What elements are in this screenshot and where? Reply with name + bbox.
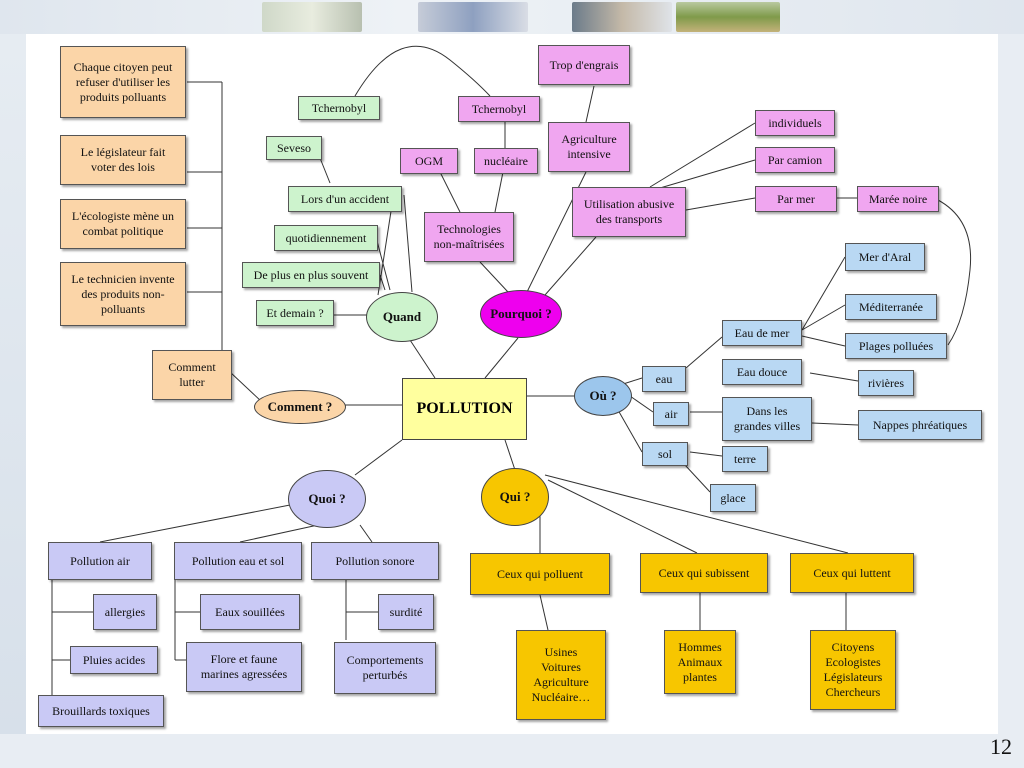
pourquoi-nucleaire-box: nucléaire <box>474 148 538 174</box>
header-photo-strip <box>0 0 1024 34</box>
quoi-eaux-box: Eaux souillées <box>200 594 300 630</box>
ou-sol-box: sol <box>642 442 688 466</box>
pourquoi-individuels-box: individuels <box>755 110 835 136</box>
ou-eau-box: eau <box>642 366 686 392</box>
qui-luttent-box: Ceux qui luttent <box>790 553 914 593</box>
hub-ou: Où ? <box>574 376 632 416</box>
ou-plages-box: Plages polluées <box>845 333 947 359</box>
quoi-brouillards-box: Brouillards toxiques <box>38 695 164 727</box>
ou-air-box: air <box>653 402 689 426</box>
quoi-sonore-box: Pollution sonore <box>311 542 439 580</box>
ou-villes-box: Dans les grandes villes <box>722 397 812 441</box>
ou-rivieres-box: rivières <box>858 370 914 396</box>
comment-citoyen-box: Chaque citoyen peut refuser d'utiliser l… <box>60 46 186 118</box>
left-decor-strip <box>0 34 26 734</box>
comment-legislateur-box: Le législateur fait voter des lois <box>60 135 186 185</box>
quoi-surdite-box: surdité <box>378 594 434 630</box>
pourquoi-mer-box: Par mer <box>755 186 837 212</box>
hub-quand: Quand <box>366 292 438 342</box>
hub-pourquoi: Pourquoi ? <box>480 290 562 338</box>
comment-ecologiste-box: L'écologiste mène un combat politique <box>60 199 186 249</box>
quand-accident-box: Lors d'un accident <box>288 186 402 212</box>
ou-mediterranee-box: Méditerranée <box>845 294 937 320</box>
ou-eau-de-mer-box: Eau de mer <box>722 320 802 346</box>
hub-quoi: Quoi ? <box>288 470 366 528</box>
header-photo <box>572 2 672 32</box>
qui-usines-box: Usines Voitures Agriculture Nucléaire… <box>516 630 606 720</box>
pourquoi-ogm-box: OGM <box>400 148 458 174</box>
quoi-comportements-box: Comportements perturbés <box>334 642 436 694</box>
pourquoi-agriculture-box: Agriculture intensive <box>548 122 630 172</box>
quoi-flore-box: Flore et faune marines agressées <box>186 642 302 692</box>
quoi-eau-sol-box: Pollution eau et sol <box>174 542 302 580</box>
qui-subissent-box: Ceux qui subissent <box>640 553 768 593</box>
ou-nappes-box: Nappes phréatiques <box>858 410 982 440</box>
quand-demain-box: Et demain ? <box>256 300 334 326</box>
quoi-pluies-box: Pluies acides <box>70 646 158 674</box>
center-pollution: POLLUTION <box>402 378 527 440</box>
qui-hommes-box: Hommes Animaux plantes <box>664 630 736 694</box>
quoi-allergies-box: allergies <box>93 594 157 630</box>
header-photo <box>676 2 780 32</box>
hub-qui: Qui ? <box>481 468 549 526</box>
pourquoi-technologies-box: Technologies non-maîtrisées <box>424 212 514 262</box>
ou-eau-douce-box: Eau douce <box>722 359 802 385</box>
page-number: 12 <box>990 734 1012 759</box>
quand-quotidien-box: quotidiennement <box>274 225 378 251</box>
hub-comment: Comment ? <box>254 390 346 424</box>
pourquoi-transports-box: Utilisation abusive des transports <box>572 187 686 237</box>
comment-lutter-box: Comment lutter <box>152 350 232 400</box>
ou-aral-box: Mer d'Aral <box>845 243 925 271</box>
pourquoi-maree-box: Marée noire <box>857 186 939 212</box>
comment-technicien-box: Le technicien invente des produits non- … <box>60 262 186 326</box>
header-photo <box>418 2 528 32</box>
quand-souvent-box: De plus en plus souvent <box>242 262 380 288</box>
ou-terre-box: terre <box>722 446 768 472</box>
qui-citoyens-box: Citoyens Ecologistes Législateurs Cherch… <box>810 630 896 710</box>
qui-polluent-box: Ceux qui polluent <box>470 553 610 595</box>
quand-seveso-box: Seveso <box>266 136 322 160</box>
pourquoi-tchernobyl-box: Tchernobyl <box>458 96 540 122</box>
quand-tchernobyl-box: Tchernobyl <box>298 96 380 120</box>
quoi-air-box: Pollution air <box>48 542 152 580</box>
pourquoi-engrais-box: Trop d'engrais <box>538 45 630 85</box>
header-photo <box>262 2 362 32</box>
ou-glace-box: glace <box>710 484 756 512</box>
pourquoi-camion-box: Par camion <box>755 147 835 173</box>
